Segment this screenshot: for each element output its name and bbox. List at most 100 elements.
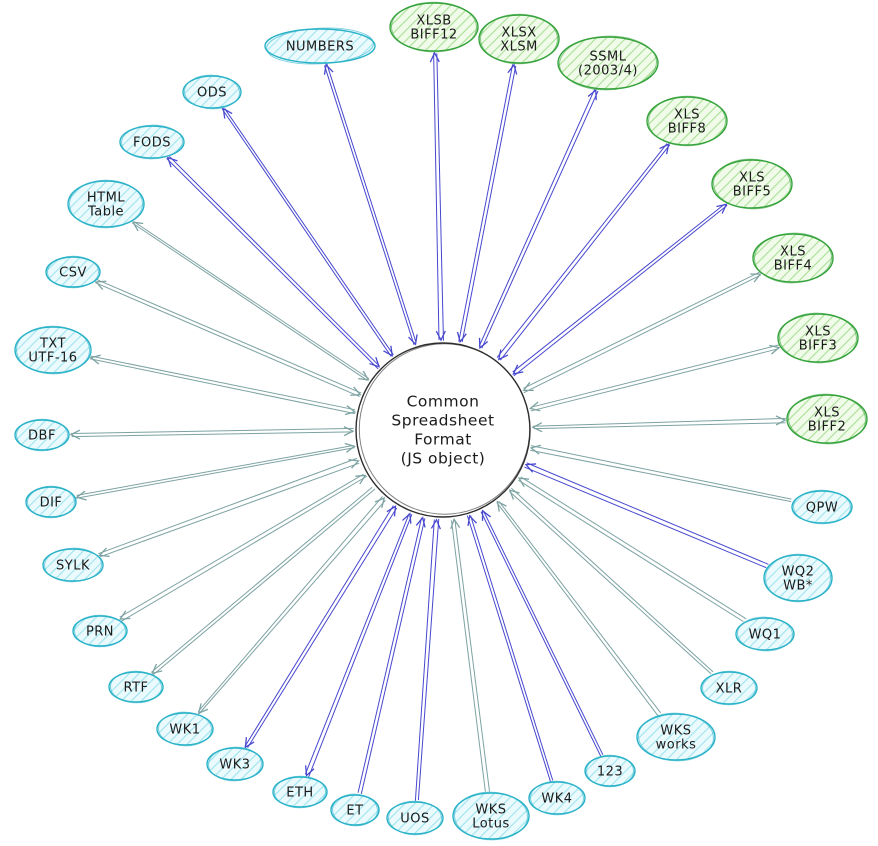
node-shape — [752, 233, 834, 283]
edge-rtf — [150, 486, 376, 676]
arrowhead-icon — [75, 490, 87, 501]
edge-dif — [75, 442, 356, 501]
edge-line — [150, 486, 373, 673]
arrowhead-icon — [531, 422, 543, 433]
arrowhead-icon — [94, 280, 107, 291]
node-shape-sketch — [44, 547, 102, 583]
arrowhead-icon — [374, 497, 386, 509]
edge-wk4 — [466, 514, 554, 782]
node-shape-sketch — [779, 312, 857, 364]
node-qpw: QPW — [791, 489, 853, 525]
node-et: ET — [330, 793, 380, 827]
edge-line — [90, 355, 356, 411]
node-shape — [386, 801, 444, 835]
edge-csv — [94, 279, 362, 398]
node-shape — [330, 794, 380, 826]
arrowhead-icon — [517, 477, 530, 488]
edge-line — [94, 282, 360, 398]
edge-line — [496, 143, 668, 358]
edge-line — [131, 222, 368, 381]
edge-line — [119, 473, 364, 618]
edge-dbf — [69, 426, 355, 440]
node-shape-sketch — [638, 712, 714, 762]
node-shape — [777, 313, 859, 363]
arrowhead-icon — [496, 500, 507, 512]
arrowhead-icon — [524, 463, 537, 473]
edge-xls-biff2 — [531, 415, 787, 433]
arrowhead-icon — [344, 442, 356, 453]
node-ods: ODS — [182, 74, 242, 110]
center-circle-sketch — [358, 343, 531, 515]
edge-line — [89, 358, 356, 415]
node-numbers: NUMBERS — [264, 27, 376, 65]
arrowhead-icon — [244, 737, 255, 749]
node-shape-sketch — [16, 418, 68, 452]
node-label: SYLK — [56, 559, 90, 574]
node-shape-sketch — [332, 793, 378, 827]
arrowhead-icon — [355, 474, 367, 485]
node-shape-sketch — [648, 95, 726, 147]
edge-line — [454, 519, 491, 792]
arrowhead-icon — [197, 703, 209, 715]
arrowhead-icon — [348, 459, 360, 469]
edge-et — [357, 516, 426, 794]
edge-line — [523, 271, 761, 389]
arrowhead-icon — [369, 356, 381, 368]
arrowhead-icon — [386, 505, 397, 517]
node-eth: ETH — [272, 775, 328, 809]
edge-n123 — [480, 509, 604, 757]
node-label: ODS — [197, 86, 227, 101]
edge-line — [71, 431, 353, 438]
edge-line — [523, 274, 761, 394]
edge-line — [466, 515, 551, 782]
edges — [69, 51, 792, 801]
node-csv: CSV — [45, 255, 101, 289]
edge-numbers — [323, 63, 418, 346]
node-shape — [272, 776, 328, 808]
node-dbf: DBF — [14, 418, 70, 452]
node-label: WQ1 — [749, 628, 782, 643]
node-shape — [636, 713, 716, 761]
node-n123: 123 — [584, 754, 636, 788]
edge-ods — [221, 107, 394, 357]
node-shape — [557, 36, 659, 90]
edge-line — [247, 507, 398, 748]
arrowhead-icon — [467, 514, 478, 527]
node-wq1: WQ1 — [735, 616, 795, 652]
arrowhead-icon — [89, 354, 101, 365]
arrowhead-icon — [131, 221, 144, 232]
edge-line — [221, 108, 392, 357]
node-label: RTF — [123, 681, 148, 696]
node-shape-sketch — [454, 791, 528, 841]
node-shape-sketch — [74, 614, 126, 648]
edge-line — [120, 475, 368, 622]
node-shape-sketch — [754, 232, 832, 284]
edge-xls-biff4 — [522, 271, 762, 394]
edge-wk1 — [197, 496, 386, 715]
edge-ssml — [478, 88, 599, 350]
edge-line — [414, 519, 435, 801]
node-rtf: RTF — [108, 670, 164, 704]
arrowhead-icon — [456, 331, 467, 344]
arrowhead-icon — [415, 516, 426, 528]
edge-line — [509, 490, 712, 675]
node-shape — [67, 180, 145, 228]
edge-line — [518, 479, 744, 623]
node-shape — [108, 671, 164, 703]
node-label: SSML(2003/4) — [578, 50, 638, 79]
arrowhead-icon — [716, 203, 728, 214]
node-shape — [452, 792, 530, 840]
node-shape — [25, 486, 77, 518]
arrowhead-icon — [435, 330, 446, 342]
node-label: ET — [346, 804, 363, 819]
